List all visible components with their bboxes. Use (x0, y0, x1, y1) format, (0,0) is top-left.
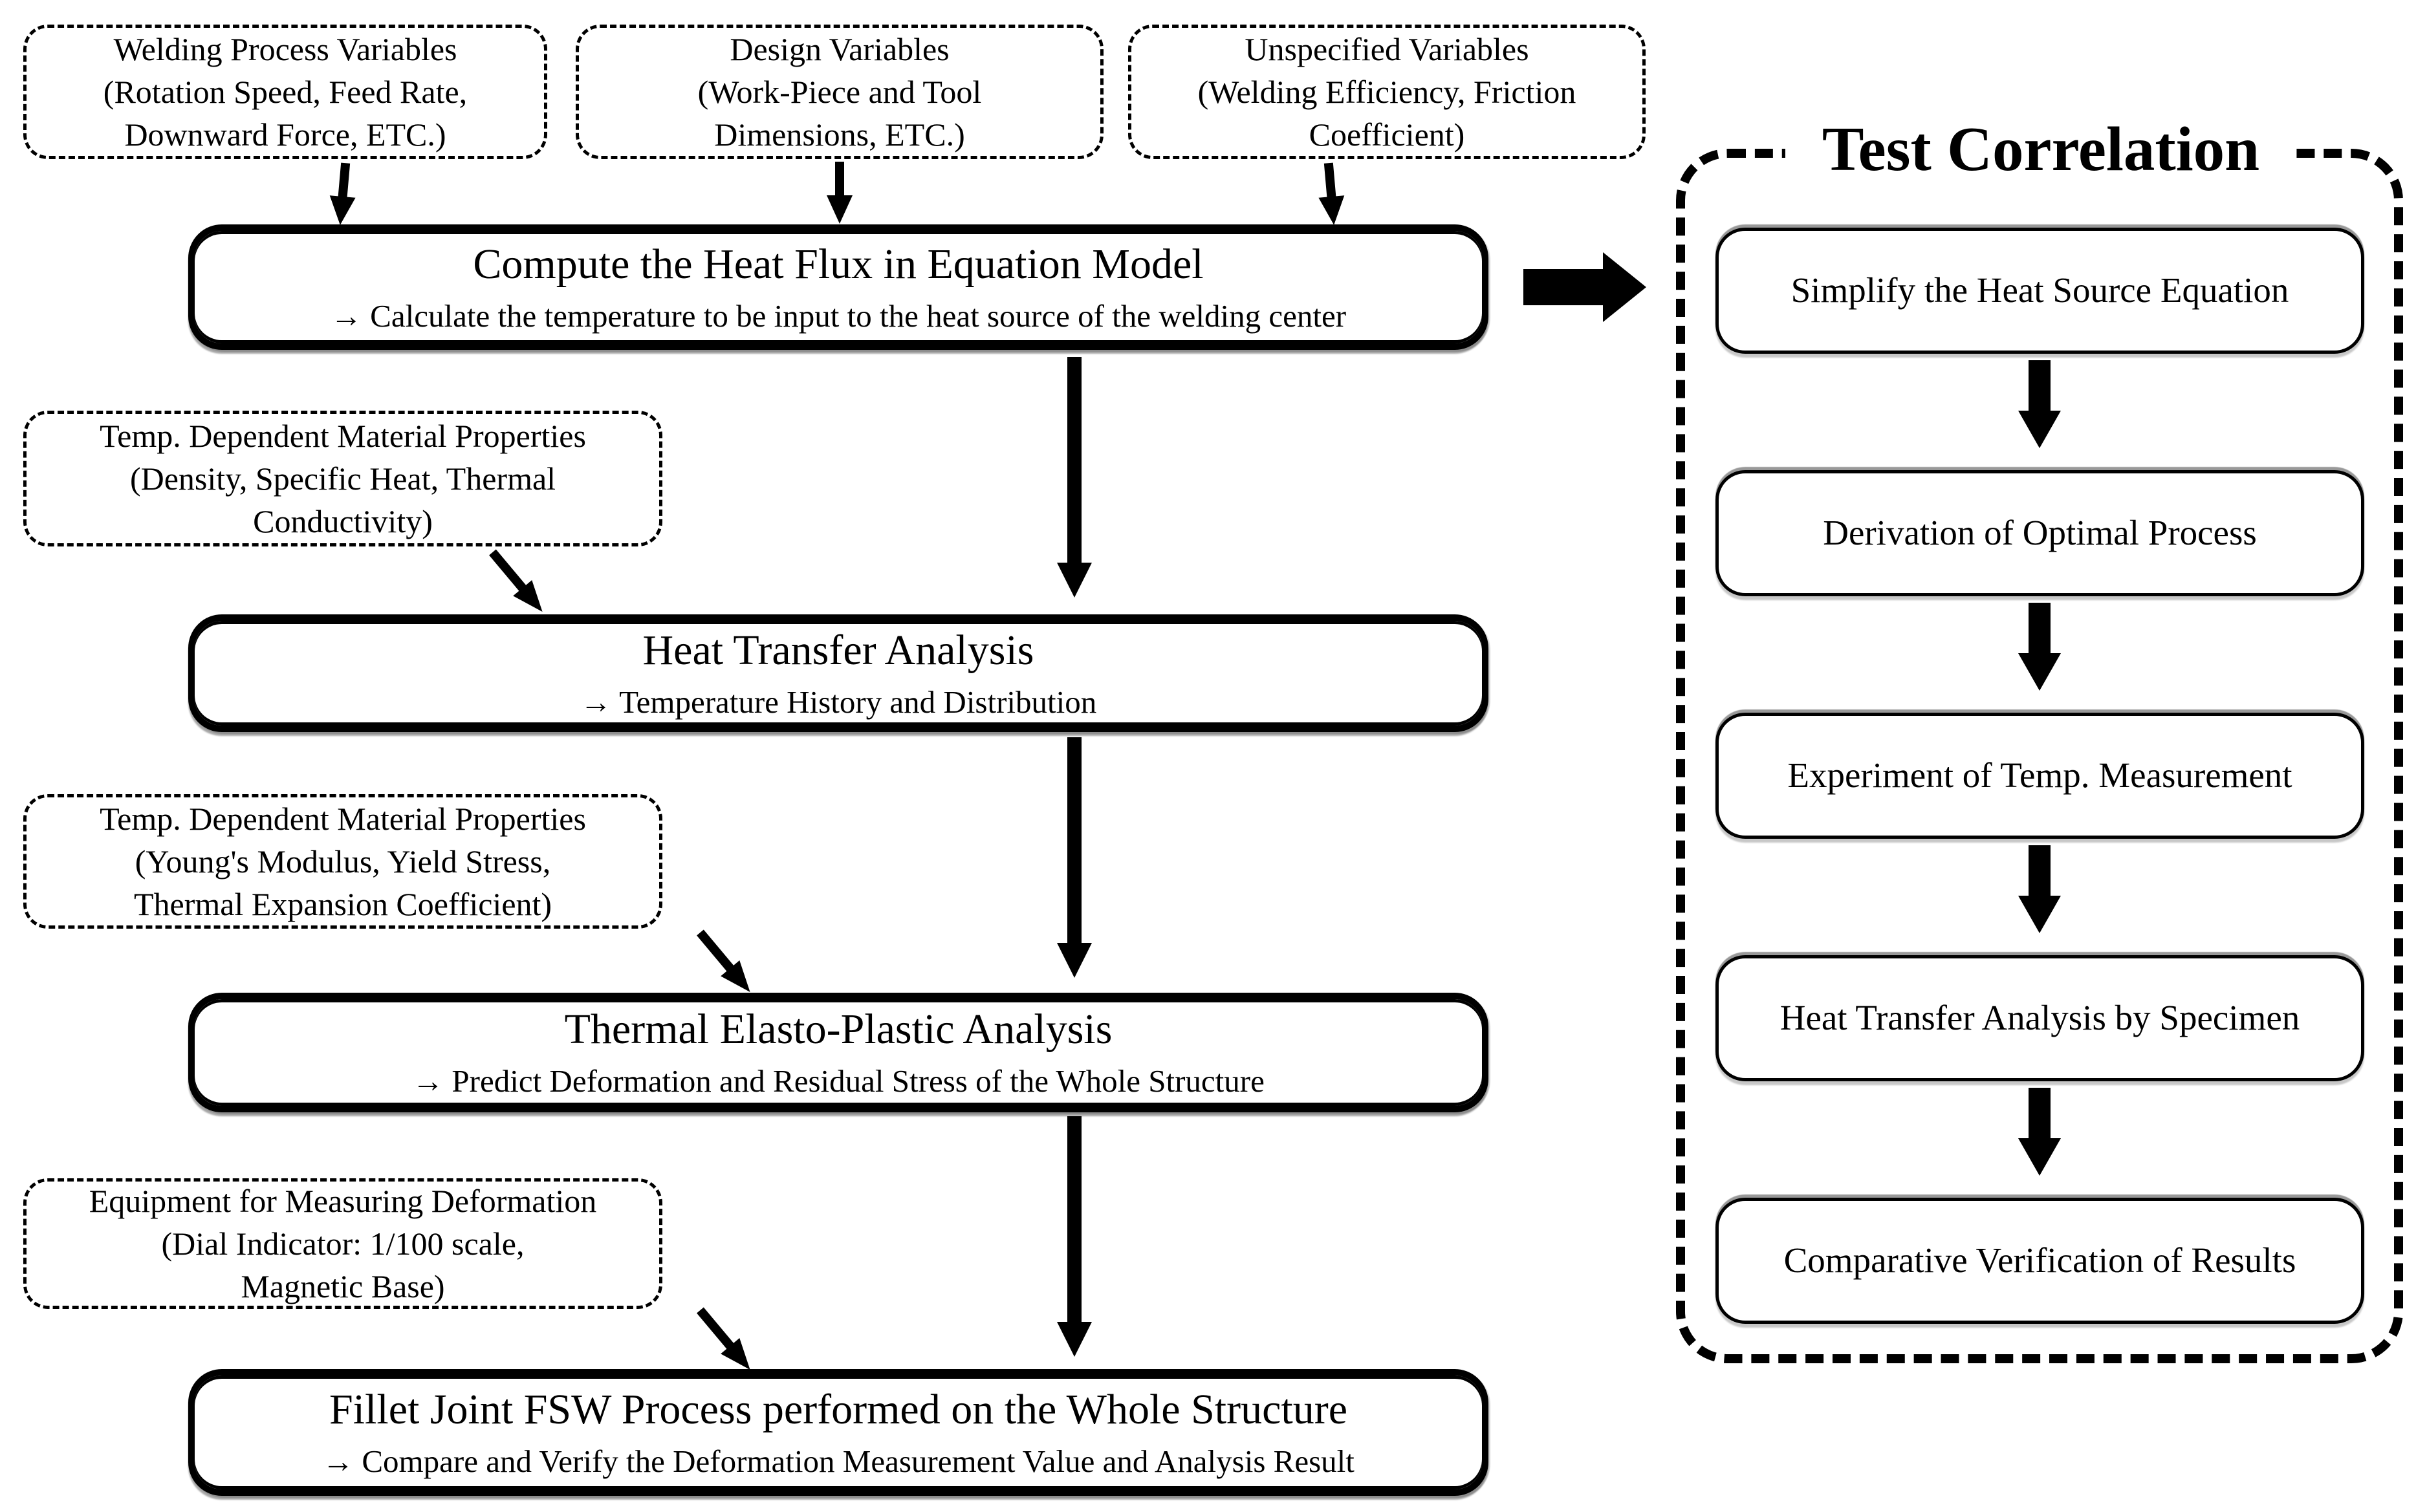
step-box-derivation-of-optimal-process: Derivation of Optimal Process (1715, 470, 2364, 596)
process-title: Thermal Elasto-Plastic Analysis (564, 1006, 1113, 1053)
step-box-comparative-verification-of-results: Comparative Verification of Results (1715, 1198, 2364, 1324)
input-box-text: Unspecified Variables (Welding Efficienc… (1197, 31, 1576, 153)
arrow-down-icon (827, 162, 853, 224)
input-box-measuring-equipment: Equipment for Measuring Deformation (Dia… (23, 1178, 662, 1309)
step-box-heat-transfer-analysis-by-specimen: Heat Transfer Analysis by Specimen (1715, 955, 2364, 1081)
input-box-text: Temp. Dependent Material Properties (You… (100, 801, 586, 922)
process-subtitle: → Temperature History and Distribution (580, 684, 1097, 720)
arrow-down-icon (2018, 845, 2061, 933)
arrow-down-right-icon (489, 549, 543, 612)
process-title: Fillet Joint FSW Process performed on th… (329, 1385, 1347, 1433)
process-box-fillet-joint-fsw-process: Fillet Joint FSW Process performed on th… (188, 1369, 1488, 1496)
process-title: Heat Transfer Analysis (642, 626, 1034, 674)
arrow-down-icon (1057, 1116, 1092, 1357)
input-box-text: Temp. Dependent Material Properties (Den… (100, 418, 586, 539)
arrow-down-right-icon (697, 929, 750, 992)
test-correlation-title: Test Correlation (1785, 101, 2296, 197)
arrow-down-icon (2018, 1088, 2061, 1176)
step-box-experiment-of-temp-measurement: Experiment of Temp. Measurement (1715, 713, 2364, 839)
process-subtitle: → Calculate the temperature to be input … (330, 297, 1347, 334)
process-subtitle: → Predict Deformation and Residual Stres… (412, 1063, 1265, 1099)
process-subtitle: → Compare and Verify the Deformation Mea… (322, 1443, 1355, 1479)
input-box-text: Welding Process Variables (Rotation Spee… (103, 31, 468, 153)
arrow-down-icon (2018, 603, 2061, 691)
input-box-welding-process-variables: Welding Process Variables (Rotation Spee… (23, 25, 547, 159)
input-box-text: Equipment for Measuring Deformation (Dia… (89, 1183, 597, 1304)
input-box-unspecified-variables: Unspecified Variables (Welding Efficienc… (1128, 25, 1646, 159)
arrow-down-icon (329, 162, 356, 225)
input-box-text: Design Variables (Work-Piece and Tool Di… (697, 31, 982, 153)
process-title: Compute the Heat Flux in Equation Model (473, 240, 1204, 288)
process-box-compute-heat-flux: Compute the Heat Flux in Equation Model … (188, 224, 1488, 350)
arrow-down-icon (1318, 162, 1345, 225)
arrow-down-icon (1057, 737, 1092, 978)
arrow-down-right-icon (697, 1307, 750, 1370)
step-box-simplify-heat-source-equation: Simplify the Heat Source Equation (1715, 228, 2364, 354)
arrow-right-icon (1523, 252, 1646, 322)
arrow-down-icon (1057, 357, 1092, 598)
process-box-heat-transfer-analysis: Heat Transfer Analysis → Temperature His… (188, 614, 1488, 732)
input-box-material-properties-thermal: Temp. Dependent Material Properties (Den… (23, 411, 662, 546)
input-box-design-variables: Design Variables (Work-Piece and Tool Di… (576, 25, 1104, 159)
input-box-material-properties-mechanical: Temp. Dependent Material Properties (You… (23, 794, 662, 929)
arrow-down-icon (2018, 360, 2061, 448)
process-box-thermal-elasto-plastic-analysis: Thermal Elasto-Plastic Analysis → Predic… (188, 993, 1488, 1112)
